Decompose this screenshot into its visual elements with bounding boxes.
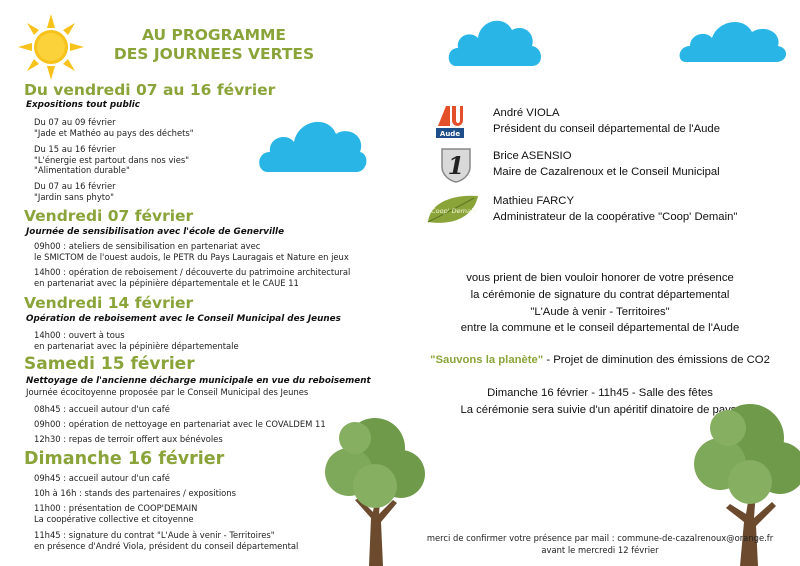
svg-text:1: 1 bbox=[448, 151, 465, 180]
svg-text:Aude: Aude bbox=[440, 130, 460, 138]
event-item: Du 15 au 16 février "L'énergie est parto… bbox=[34, 144, 190, 176]
leaf-logo: Coop' Demain bbox=[424, 192, 480, 228]
section-heading: Du vendredi 07 au 16 février bbox=[24, 81, 276, 99]
page-title: AU PROGRAMME DES JOURNEES VERTES bbox=[98, 26, 330, 64]
signatory-name: Brice ASENSIO bbox=[493, 150, 572, 162]
event-item: 09h00 : ateliers de sensibilisation en p… bbox=[34, 241, 349, 262]
section-heading: Vendredi 07 février bbox=[24, 207, 194, 225]
event-item: 10h à 16h : stands des partenaires / exp… bbox=[34, 488, 236, 498]
cloud-icon bbox=[678, 14, 788, 64]
event-item: 11h45 : signature du contrat "L'Aude à v… bbox=[34, 530, 299, 551]
title-line-2: DES JOURNEES VERTES bbox=[113, 45, 315, 63]
slogan: "Sauvons la planète" bbox=[430, 354, 544, 366]
section-subtitle: Nettoyage de l'ancienne décharge municip… bbox=[26, 376, 371, 386]
invitation-line: la cérémonie de signature du contrat dép… bbox=[470, 289, 730, 301]
invitation-line: "L'Aude à venir - Territoires" bbox=[530, 306, 670, 318]
event-item: 09h45 : accueil autour d'un café bbox=[34, 473, 170, 483]
event-item: 14h00 : opération de reboisement / décou… bbox=[34, 267, 351, 288]
invitation-line: vous prient de bien vouloir honorer de v… bbox=[466, 272, 734, 284]
rsvp-deadline: avant le mercredi 12 février bbox=[541, 545, 659, 555]
event-item: 09h00 : opération de nettoyage en parten… bbox=[34, 419, 326, 429]
aperitif-note: La cérémonie sera suivie d'un apéritif d… bbox=[460, 404, 740, 416]
event-item: 12h30 : repas de terroir offert aux béné… bbox=[34, 434, 223, 444]
section-heading: Dimanche 16 février bbox=[24, 449, 225, 469]
tree-icon bbox=[325, 408, 425, 566]
rsvp-line: merci de confirmer votre présence par ma… bbox=[426, 533, 774, 543]
event-item: Du 07 au 16 février "Jardin sans phyto" bbox=[34, 181, 116, 202]
signatory-name: André VIOLA bbox=[493, 107, 560, 119]
section-subtitle: Opération de reboisement avec le Conseil… bbox=[26, 314, 341, 324]
signatory-role: Président du conseil départemental de l'… bbox=[493, 123, 720, 135]
invitation-line: entre la commune et le conseil départeme… bbox=[460, 322, 740, 334]
ceremony-date: Dimanche 16 février - 11h45 - Salle des … bbox=[487, 387, 713, 399]
event-item: Du 07 au 09 février "Jade et Mathéo au p… bbox=[34, 117, 194, 138]
slogan-line: "Sauvons la planète" - Projet de diminut… bbox=[405, 353, 795, 368]
signatory-role: Maire de Cazalrenoux et le Conseil Munic… bbox=[493, 166, 720, 178]
event-item: 08h45 : accueil autour d'un café bbox=[34, 404, 170, 414]
slogan-description: - Projet de diminution des émissions de … bbox=[543, 354, 770, 366]
sun-icon bbox=[18, 14, 84, 80]
section-subtitle: Journée de sensibilisation avec l'école … bbox=[26, 227, 285, 237]
section-subtitle-2: Journée écocitoyenne proposée par le Con… bbox=[26, 387, 309, 397]
signatory-role: Administrateur de la coopérative "Coop' … bbox=[493, 211, 738, 223]
tree-icon bbox=[690, 392, 800, 566]
svg-text:Coop' Demain: Coop' Demain bbox=[431, 207, 477, 215]
signatory-name: Mathieu FARCY bbox=[493, 195, 574, 207]
aude-logo: Aude bbox=[436, 104, 464, 138]
cloud-icon bbox=[448, 10, 543, 68]
section-heading: Vendredi 14 février bbox=[24, 294, 194, 312]
event-item: 11h00 : présentation de COOP'DEMAIN La c… bbox=[34, 503, 198, 524]
section-heading: Samedi 15 février bbox=[24, 354, 195, 374]
section-subtitle: Expositions tout public bbox=[26, 100, 140, 110]
cloud-icon bbox=[258, 106, 368, 174]
event-item: 14h00 : ouvert à tous en partenariat ave… bbox=[34, 330, 239, 351]
title-line-1: AU PROGRAMME bbox=[141, 26, 287, 44]
shield-logo: 1 bbox=[440, 147, 472, 183]
